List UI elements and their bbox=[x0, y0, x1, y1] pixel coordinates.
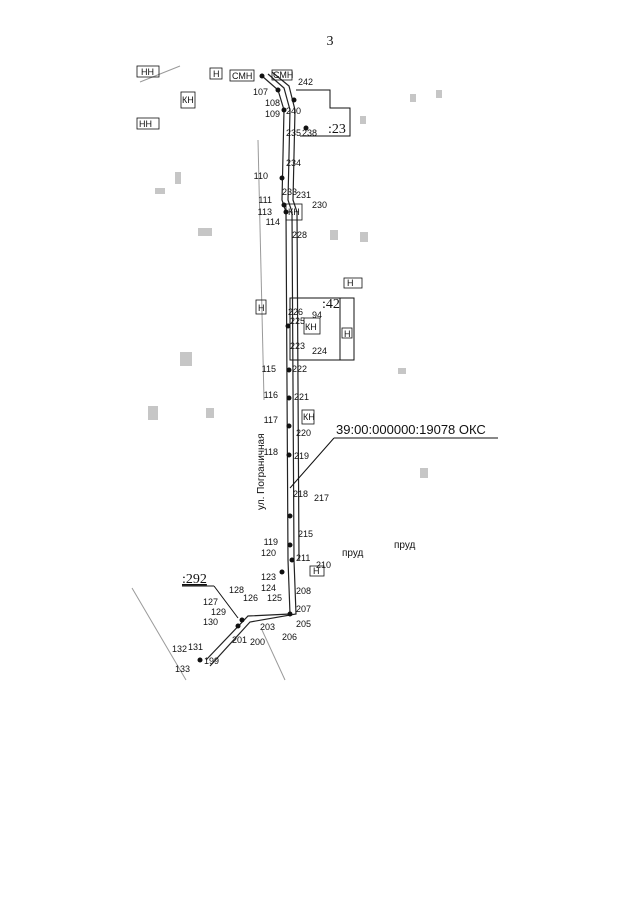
parcel-labels: :23 :42 :292 bbox=[182, 122, 346, 587]
point-label: 218 bbox=[293, 489, 308, 499]
point-label: 110 bbox=[254, 171, 268, 181]
point-label: 217 bbox=[314, 493, 329, 503]
point-label: 127 bbox=[203, 597, 218, 607]
building-mark-label: КН bbox=[288, 207, 300, 217]
point-label: 220 bbox=[296, 428, 311, 438]
point-label: 203 bbox=[260, 622, 275, 632]
point-label: 131 bbox=[188, 642, 203, 652]
point-label: 226 bbox=[288, 307, 303, 317]
map-background-noise bbox=[148, 90, 442, 478]
point-label: 107 bbox=[253, 87, 268, 97]
point-label: 111 bbox=[258, 195, 272, 205]
parcel-23-outline bbox=[296, 89, 351, 137]
cadastral-number-label: 39:00:000000:19078 ОКС bbox=[336, 422, 486, 437]
building-marks: СМН НН Н КН СМН КН НН Н КН 94 Н Н Н КН bbox=[136, 65, 363, 577]
building-mark-label: СМН bbox=[232, 71, 252, 81]
parcel-label-42: :42 bbox=[322, 297, 340, 312]
point-label: 240 bbox=[286, 106, 301, 116]
point-label: 133 bbox=[175, 664, 190, 674]
building-mark-label: СМН bbox=[273, 70, 293, 80]
building-mark-label: 94 bbox=[312, 310, 322, 320]
building-mark-label: Н bbox=[344, 329, 351, 339]
building-mark-label: НН bbox=[141, 67, 154, 77]
point-label: 117 bbox=[264, 415, 278, 425]
point-label: 129 bbox=[211, 607, 226, 617]
point-label: 210 bbox=[316, 560, 331, 570]
point-label: 221 bbox=[294, 392, 309, 402]
point-labels-left: 107 108 109 110 111 113 114 115 116 117 … bbox=[172, 87, 282, 674]
point-label: 206 bbox=[282, 632, 297, 642]
point-label: 108 bbox=[265, 98, 280, 108]
building-mark-label: КН bbox=[305, 322, 317, 332]
point-label: 130 bbox=[203, 617, 218, 627]
point-label: 235 bbox=[286, 128, 301, 138]
building-mark-label: Н bbox=[258, 303, 265, 313]
parcel-outlines bbox=[289, 89, 355, 361]
building-mark-label: Н bbox=[347, 278, 354, 288]
point-label: 224 bbox=[312, 346, 327, 356]
point-label: 219 bbox=[294, 451, 309, 461]
point-label: 201 bbox=[232, 635, 247, 645]
parcel-label-292: :292 bbox=[182, 572, 207, 587]
point-label: 124 bbox=[261, 583, 276, 593]
building-mark-label: КН bbox=[303, 412, 315, 422]
point-label: 115 bbox=[262, 364, 276, 374]
point-label: 242 bbox=[298, 77, 313, 87]
point-label: 118 bbox=[264, 447, 278, 457]
point-label: 222 bbox=[292, 364, 307, 374]
point-label: 109 bbox=[265, 109, 280, 119]
route-points bbox=[197, 73, 309, 663]
parcel-boundaries bbox=[131, 65, 286, 681]
point-label: 126 bbox=[243, 593, 258, 603]
point-label: 205 bbox=[296, 619, 311, 629]
point-label: 215 bbox=[298, 529, 313, 539]
point-label: 199 bbox=[204, 656, 219, 666]
point-label: 208 bbox=[296, 586, 311, 596]
point-label: 114 bbox=[266, 217, 280, 227]
cadastral-leader bbox=[182, 437, 498, 619]
point-label: 125 bbox=[267, 593, 282, 603]
point-label: 123 bbox=[261, 572, 276, 582]
point-label: 234 bbox=[286, 158, 301, 168]
point-label: 211 bbox=[296, 553, 310, 563]
point-label: 223 bbox=[290, 341, 305, 351]
point-label: 116 bbox=[264, 390, 278, 400]
pond-label: пруд bbox=[342, 548, 364, 559]
street-label: ул. Пограничная bbox=[256, 433, 267, 510]
point-label: 228 bbox=[292, 230, 307, 240]
point-labels-right: 242 240 235 238 234 233 231 230 228 226 … bbox=[204, 77, 331, 666]
building-mark-label: Н bbox=[213, 69, 220, 79]
point-label: 119 bbox=[264, 537, 278, 547]
point-label: 207 bbox=[296, 604, 311, 614]
point-label: 120 bbox=[261, 548, 276, 558]
point-label: 233 bbox=[282, 187, 297, 197]
point-label: 132 bbox=[172, 644, 187, 654]
point-label: 230 bbox=[312, 200, 327, 210]
point-label: 231 bbox=[296, 190, 311, 200]
building-mark-label: НН bbox=[139, 119, 152, 129]
point-label: 238 bbox=[302, 128, 317, 138]
point-label: 225 bbox=[290, 316, 305, 326]
building-mark-label: КН bbox=[182, 95, 194, 105]
building-mark-label: Н bbox=[313, 566, 320, 576]
pond-label: пруд bbox=[394, 540, 416, 551]
parcel-42-outline bbox=[289, 297, 355, 361]
point-label: 128 bbox=[229, 585, 244, 595]
parcel-label-23: :23 bbox=[328, 122, 346, 137]
point-label: 200 bbox=[250, 637, 265, 647]
point-label: 113 bbox=[258, 207, 272, 217]
page-number: 3 bbox=[326, 34, 334, 49]
